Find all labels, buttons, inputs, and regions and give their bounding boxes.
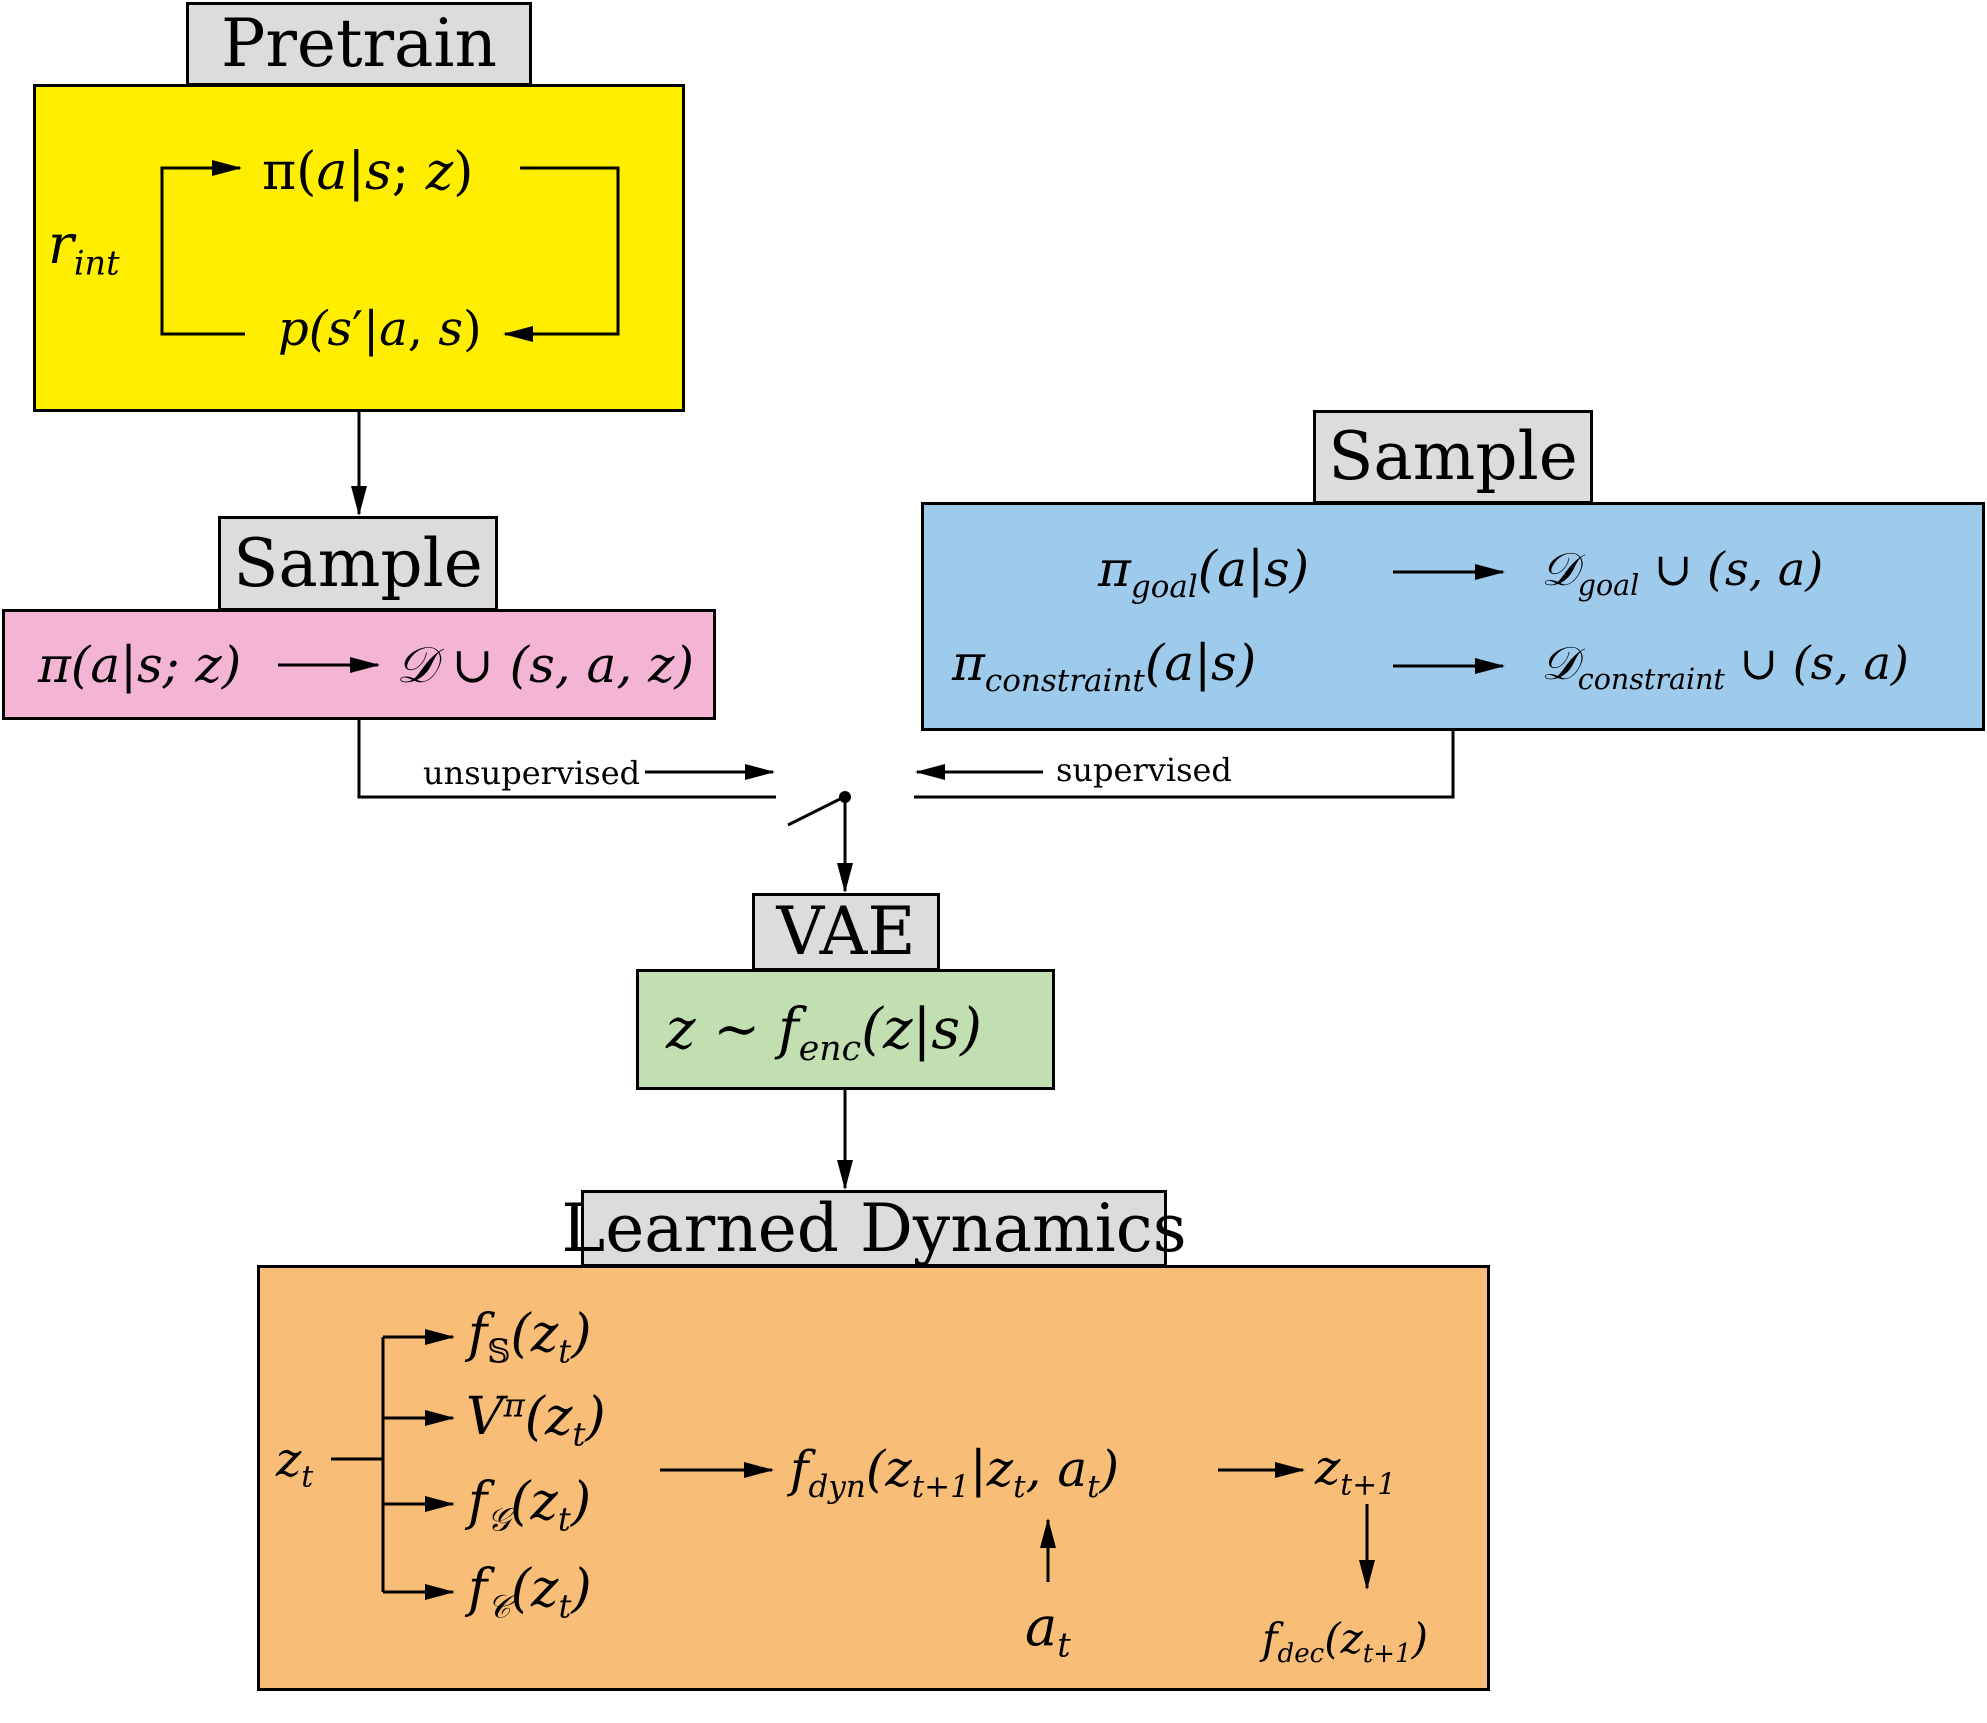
dynamics-box — [257, 1265, 1490, 1691]
head-value: Vπ(zt) — [466, 1386, 606, 1454]
encoder-formula: z ∼ fenc(z|s) — [666, 997, 982, 1070]
sample-right-box — [921, 502, 1985, 731]
unsupervised-label: unsupervised — [423, 754, 641, 792]
constraint-policy: πconstraint(a|s) — [952, 634, 1257, 699]
unsupervised-line — [357, 720, 776, 799]
intrinsic-reward-label: rint — [48, 213, 120, 283]
sample-left-policy: π(a|s; z) — [38, 636, 242, 694]
sample-right-tag: Sample — [1313, 410, 1593, 504]
action-label: at — [1025, 1595, 1071, 1665]
sample-left-dataset: 𝒟 ∪ (s, a, z) — [396, 636, 694, 694]
head-safety: f𝕊(zt) — [468, 1304, 592, 1371]
policy-formula: π(a|s; z) — [262, 142, 474, 202]
vae-tag: VAE — [752, 893, 940, 971]
sample-left-tag: Sample — [218, 516, 498, 611]
dynamics-tag: Learned Dynamics — [561, 1189, 1187, 1267]
switch-lever — [787, 795, 845, 827]
head-goal: f𝒢(zt) — [468, 1472, 592, 1539]
loop-left-arrow — [160, 160, 245, 336]
z-next-label: zt+1 — [1315, 1440, 1397, 1503]
dynamics-formula: fdyn(zt+1|zt, at) — [790, 1440, 1120, 1505]
goal-dataset: 𝒟goal ∪ (s, a) — [1541, 542, 1824, 602]
pretrain-box — [33, 84, 685, 412]
zt-label: zt — [276, 1432, 314, 1495]
switch-pivot — [839, 791, 851, 803]
pretrain-tag: Pretrain — [186, 2, 532, 86]
supervised-label: supervised — [1056, 751, 1232, 789]
head-constraint: f𝒞(zt) — [468, 1559, 592, 1626]
transition-formula: p(s′|a, s) — [278, 301, 482, 357]
supervised-line — [914, 731, 1455, 799]
decoder-formula: fdec(zt+1) — [1262, 1614, 1428, 1670]
loop-right-arrow — [503, 166, 620, 342]
constraint-dataset: 𝒟constraint ∪ (s, a) — [1541, 636, 1909, 696]
vae-box — [636, 969, 1055, 1090]
goal-policy: πgoal(a|s) — [1098, 540, 1310, 605]
